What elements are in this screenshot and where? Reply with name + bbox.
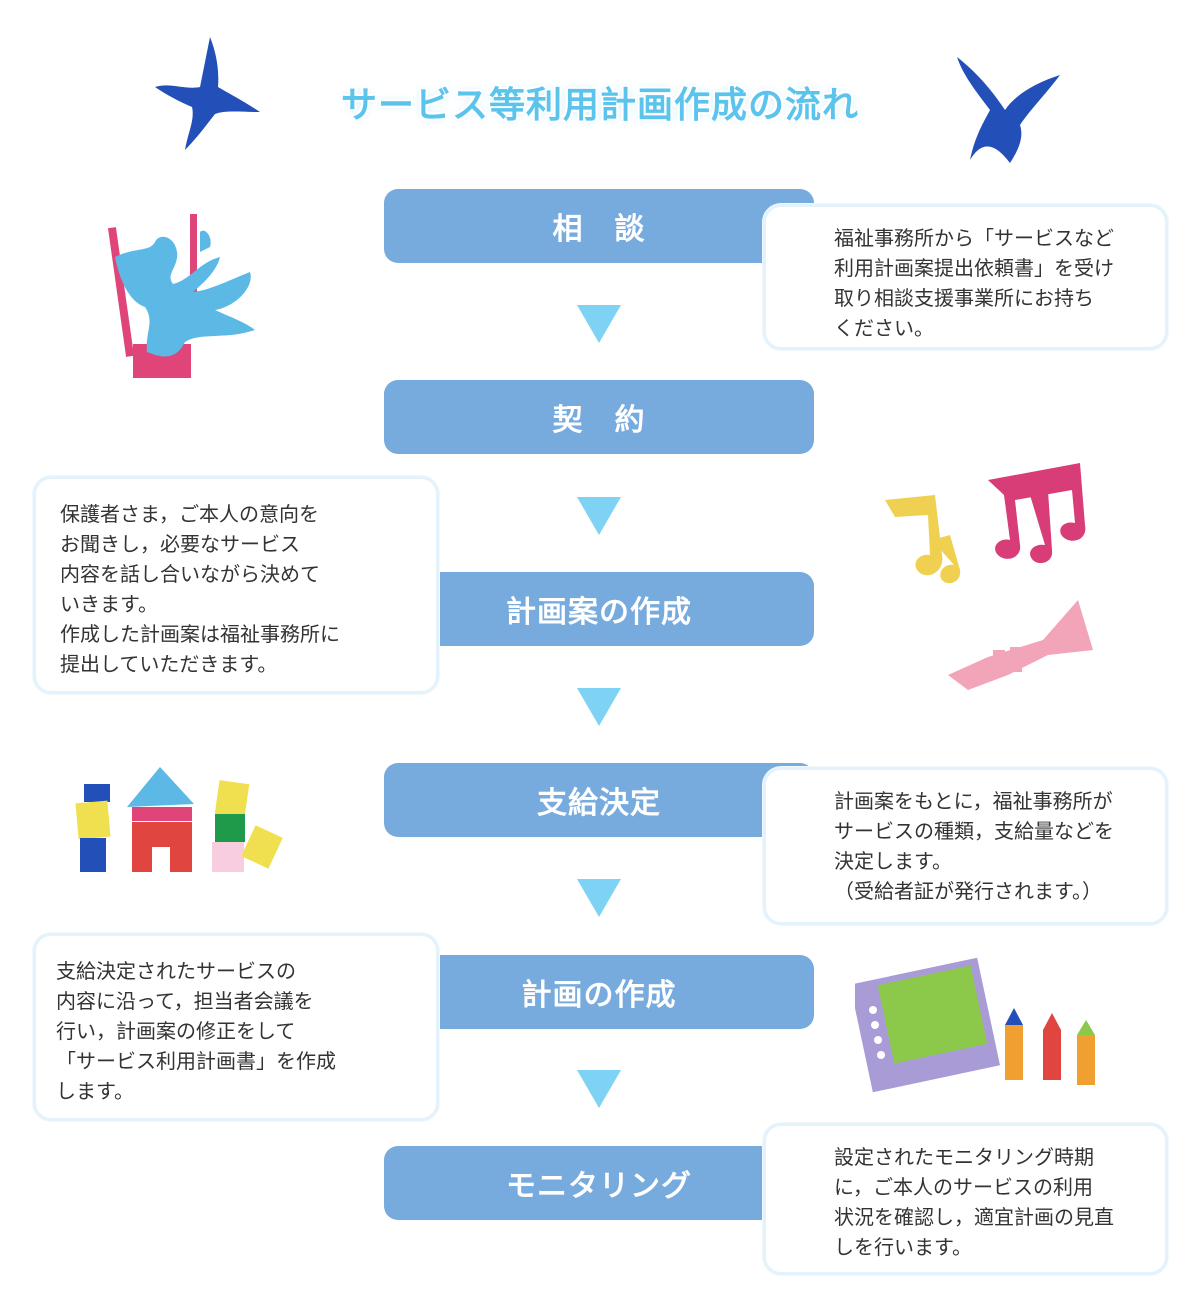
step-contract: 契 約 [384,380,814,454]
arrow-down-icon [577,1070,621,1108]
page-title: サービス等利用計画作成の流れ [340,85,859,126]
bird-right-icon [957,57,1060,163]
note-consultation: 福祉事務所から「サービスなど 利用計画案提出依頼書」を受け 取り相談支援事業所に… [763,204,1168,350]
note-payment-decision: 計画案をもとに，福祉事務所が サービスの種類，支給量などを 決定します。 （受給… [763,767,1168,925]
arrow-down-icon [577,305,621,343]
note-plan-draft: 保護者さま，ご本人の意向を お聞きし，必要なサービス 内容を話し合いながら決めて… [33,476,439,694]
arrow-down-icon [577,497,621,535]
trumpet-icon [948,600,1093,690]
step-plan-creation: 計画の作成 [384,955,814,1029]
music-notes-icon [885,463,1086,584]
arrow-down-icon [577,688,621,726]
step-monitoring: モニタリング [384,1146,814,1220]
arrow-down-icon [577,879,621,917]
step-consultation: 相 談 [384,189,814,263]
step-payment-decision: 支給決定 [384,763,814,837]
building-blocks-icon [75,767,283,872]
palette-crayons-icon [855,957,1095,1093]
note-monitoring: 設定されたモニタリング時期 に，ご本人のサービスの利用 状況を確認し，適宜計画の… [763,1123,1168,1275]
bird-left-icon [155,37,260,150]
step-plan-draft: 計画案の作成 [384,572,814,646]
note-plan-creation: 支給決定されたサービスの 内容に沿って，担当者会議を 行い，計画案の修正をして … [33,933,439,1121]
swing-child-icon [107,214,255,378]
